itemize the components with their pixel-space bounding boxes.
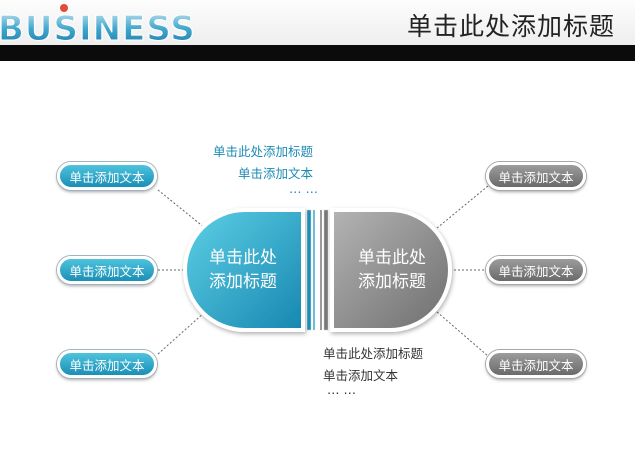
top-note-title[interactable]: 单击此处添加标题 bbox=[213, 144, 314, 159]
left-hub-label: 单击此处 添加标题 bbox=[198, 246, 288, 294]
connector-line-left-3 bbox=[157, 311, 206, 355]
right-hub-label: 单击此处 添加标题 bbox=[347, 246, 437, 294]
right-separator-bar-thin bbox=[320, 210, 322, 330]
right-hub-line2: 添加标题 bbox=[358, 272, 426, 292]
left-text-pill-3[interactable]: 单击添加文本 bbox=[57, 350, 157, 378]
logo-text: BUSINESS bbox=[0, 9, 196, 44]
left-hub-line2: 添加标题 bbox=[209, 272, 277, 292]
bottom-note-text[interactable]: 单击添加文本 bbox=[323, 368, 399, 383]
right-hub-line1: 单击此处 bbox=[358, 248, 426, 268]
left-hub-line1: 单击此处 bbox=[209, 248, 277, 268]
left-hub-shape[interactable] bbox=[182, 208, 305, 332]
header-bar: BUSINESS 单击此处添加标题 bbox=[0, 0, 635, 45]
connector-line-right-3 bbox=[436, 311, 489, 357]
right-text-pill-3[interactable]: 单击添加文本 bbox=[486, 350, 586, 378]
right-hub-shape[interactable] bbox=[330, 208, 453, 332]
right-separator-bar bbox=[323, 209, 329, 331]
top-note-ellipsis: … … bbox=[289, 181, 318, 196]
bottom-note-title[interactable]: 单击此处添加标题 bbox=[323, 346, 424, 361]
top-note-text[interactable]: 单击添加文本 bbox=[238, 166, 314, 181]
left-text-pill-2[interactable]: 单击添加文本 bbox=[57, 256, 157, 284]
left-separator-bar-thin bbox=[313, 210, 315, 330]
connector-line-right-1 bbox=[436, 185, 489, 229]
business-logo: BUSINESS bbox=[0, 4, 196, 44]
connector-line-left-1 bbox=[157, 189, 206, 229]
page-title[interactable]: 单击此处添加标题 bbox=[406, 12, 615, 41]
left-text-pill-1[interactable]: 单击添加文本 bbox=[57, 162, 157, 190]
title-divider-bar bbox=[0, 45, 635, 61]
right-text-pill-2[interactable]: 单击添加文本 bbox=[486, 256, 586, 284]
bottom-note-ellipsis: … … bbox=[327, 382, 356, 397]
left-separator-bar bbox=[306, 209, 312, 331]
right-text-pill-1[interactable]: 单击添加文本 bbox=[486, 162, 586, 190]
